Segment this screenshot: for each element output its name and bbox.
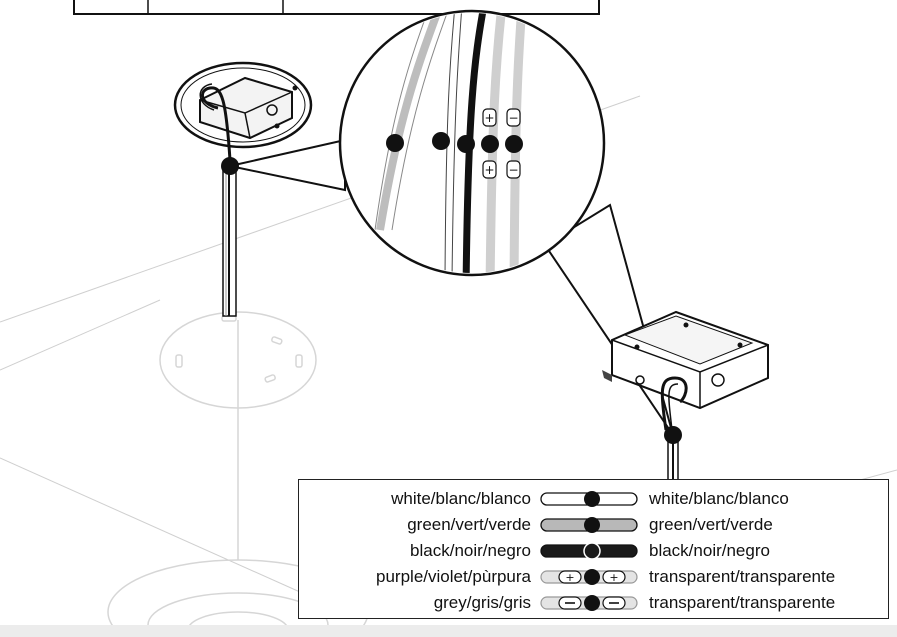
legend-house-wire-label: transparent/transparente — [649, 567, 836, 586]
polarity-plus-top: + — [484, 111, 494, 125]
legend-house-wire-label: black/noir/negro — [649, 541, 770, 560]
polarity-plus-bottom: + — [484, 163, 494, 177]
legend-fan-wire-label: white/blanc/blanco — [391, 489, 531, 508]
top-table-fragment — [73, 0, 600, 15]
legend-fan-wire-label: black/noir/negro — [410, 541, 531, 560]
ceiling-outlet-box — [173, 61, 313, 161]
svg-text:+: + — [609, 571, 618, 584]
legend-house-wire-label: white/blanc/blanco — [649, 489, 789, 508]
green-wire-icon — [540, 517, 638, 533]
legend-fan-wire-label: grey/gris/gris — [433, 593, 531, 612]
legend-row-white: white/blanc/blanco white/blanc/blanco — [299, 488, 888, 510]
fan-junction-box — [602, 310, 769, 431]
connection-point-fan — [664, 426, 682, 444]
purple-wire-icon: + + — [540, 569, 638, 585]
downrod-wire — [222, 167, 237, 317]
legend-row-green: green/vert/verde green/vert/verde — [299, 514, 888, 536]
legend-row-grey: grey/gris/gris transparent/transparente — [299, 592, 888, 614]
polarity-minus-bottom: − — [508, 163, 518, 177]
legend-fan-wire-label: purple/violet/pùrpura — [376, 567, 531, 586]
grey-wire-icon — [540, 595, 638, 611]
fan-lead-wire — [667, 439, 679, 481]
bottom-band — [0, 625, 897, 637]
legend-row-purple: purple/violet/pùrpura + + transparent/tr… — [299, 566, 888, 588]
legend-house-wire-label: green/vert/verde — [649, 515, 773, 534]
white-wire-icon — [540, 491, 638, 507]
legend-fan-wire-label: green/vert/verde — [407, 515, 531, 534]
svg-text:+: + — [565, 571, 574, 584]
connection-point-ceiling — [221, 157, 239, 175]
wire-color-legend: white/blanc/blanco white/blanc/blanco gr… — [298, 479, 889, 619]
legend-row-black: black/noir/negro black/noir/negro — [299, 540, 888, 562]
callout-pointer-right — [543, 203, 674, 436]
legend-house-wire-label: transparent/transparente — [649, 593, 836, 612]
black-wire-icon — [540, 542, 638, 560]
magnified-callout — [338, 9, 606, 277]
polarity-labels: + − + − — [484, 111, 518, 177]
polarity-minus-top: − — [508, 111, 518, 125]
